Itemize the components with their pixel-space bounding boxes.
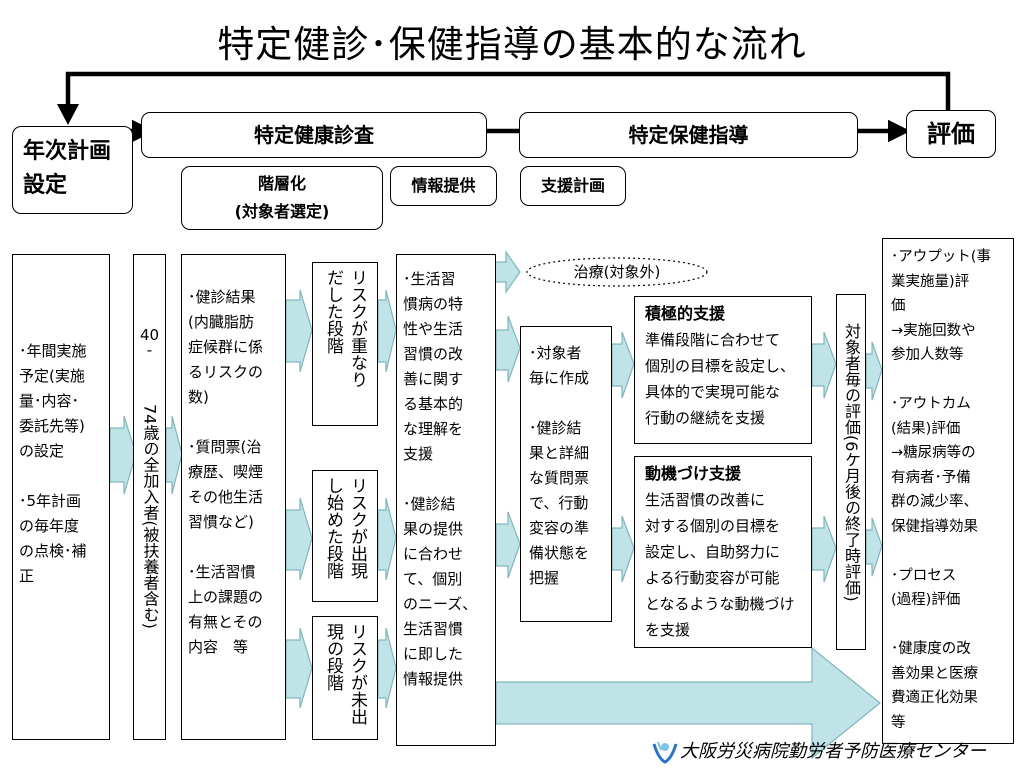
info-provision-label: 情報提供 [411,176,476,195]
risk-emerging-box: リスクが出現 し始めた段階 [312,470,378,602]
evaluation-header-label: 評価 [927,120,975,148]
block-arrow-info-to-plan-2 [495,511,521,579]
motivation-support-title: 動機づけ支援 [645,464,742,483]
page-title: 特定健診･保健指導の基本的な流れ [217,23,807,66]
annual-plan-detail-box: ･年間実施 予定(実施 量･内容･ 委託先等) の設定 ･5年計画 の毎年度 の… [12,254,110,740]
active-support-body: 準備段階に合わせて 個別の目標を設定し、 具体的で実現可能な 行動の継続を支援 [645,331,796,427]
target-population-label: 74歳の全加入者(被扶養者含む) [140,403,160,629]
block-arrow-checkup-to-emerging [285,497,313,581]
block-arrow-plan-to-motivation [611,515,635,583]
block-arrow-checkup-to-none [285,627,313,709]
treatment-ellipse [526,257,708,287]
block-arrow-active-to-indiv [811,331,837,399]
motivation-support-body: 生活習慣の改善に 対する個別の目標を 設定し、自助努力に よる行動変容が可能 と… [645,491,795,639]
top-return-line [65,71,951,112]
individual-eval-box: 対象者毎の評価(6ケ月後の終了時評価) [836,294,866,650]
active-support-title: 積極的支援 [645,304,726,323]
checkup-header-box: 特定健康診査 [141,112,487,158]
stratification-box: 階層化 (対象者選定) [181,166,383,230]
guidance-header-box: 特定保健指導 [519,112,858,158]
target-age-dash: - [146,341,153,359]
risk-overlap-box: リスクが重なり だした段階 [312,262,378,426]
support-plan-box: 支援計画 [520,166,626,206]
target-age-top: 40 [139,326,160,344]
active-support-box: 積極的支援 準備段階に合わせて 個別の目標を設定し、 具体的で実現可能な 行動の… [634,296,812,444]
top-return-arrowhead [57,104,79,125]
block-arrow-none-to-info [377,627,397,709]
organization-logo-icon [652,741,678,764]
treatment-label: 治療(対象外) [573,263,661,281]
risk-none-box: リスクが未出 現の段階 [312,616,378,740]
guidance-header-label: 特定保健指導 [628,123,749,147]
info-provision-box: 情報提供 [390,166,497,206]
block-arrow-plan-to-target [109,415,137,495]
evaluation-header-box: 評価 [906,110,996,158]
checkup-header-label: 特定健康診査 [254,123,374,147]
block-arrow-emerging-to-info [377,497,397,581]
block-arrow-info-to-eval-large [495,646,881,760]
checkup-items-box: ･健診結果 (内臓脂肪 症候群に係 るリスクの 数) ･質問票(治 療歴、喫煙 … [181,254,286,740]
block-arrow-target-to-checkup [165,415,183,495]
motivation-support-box: 動機づけ支援 生活習慣の改善に 対する個別の目標を 設定し、自助努力に よる行動… [634,456,812,648]
block-arrow-to-treatment [491,250,521,294]
organization-name: 大阪労災病院勤労者予防医療センター [680,741,986,762]
support-plan-detail-box: ･対象者 毎に作成 ･健診結 果と詳細 な質問票 で、行動 変容の準 備状態を … [520,326,612,622]
block-arrow-info-to-plan [495,315,521,383]
block-arrow-overlap-to-info [377,289,397,373]
support-plan-label: 支援計画 [540,176,605,195]
annual-plan-box: 年次計画 設定 [12,126,133,214]
block-arrow-checkup-to-overlap [285,289,313,373]
block-arrow-plan-to-active [611,331,635,399]
block-arrow-motivation-to-indiv [811,515,837,583]
block-arrow-indiv-to-eval-1 [865,341,883,401]
info-detail-box: ･生活習 慣病の特 性や生活 習慣の改 善に関す る基本的 な理解を 支援 ･健… [396,254,496,746]
eval-detail-box: ･アウプット(事 業実施量)評 価 →実施回数や 参加人数等 ･アウトカム (結… [882,238,1014,744]
target-population-box: 40 - 74歳の全加入者(被扶養者含む) [133,254,166,740]
block-arrow-indiv-to-eval-2 [865,517,883,577]
